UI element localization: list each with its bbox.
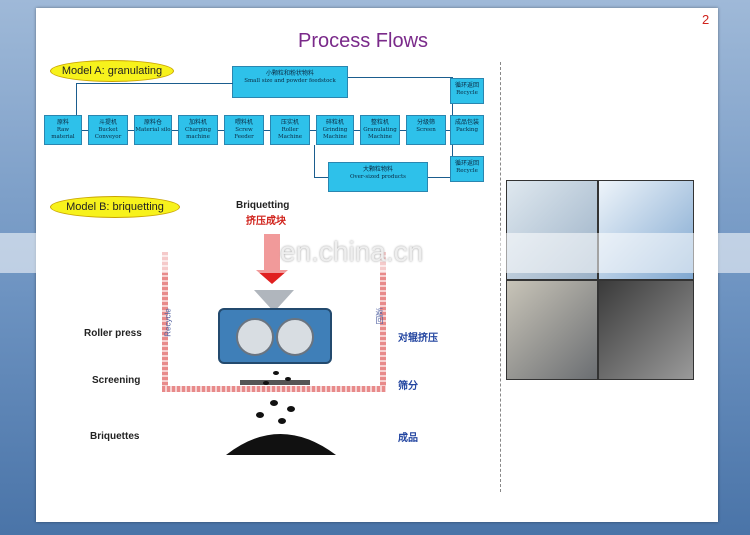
briquettes-pile — [226, 371, 336, 455]
step-en: Roller Machine — [277, 127, 303, 140]
feed-arrow-head — [256, 270, 288, 284]
briquetting-zh: 挤压成块 — [246, 216, 286, 227]
feedstock-box: 小颗粒和粉状物料 Small size and powder feedstock — [232, 66, 348, 98]
page-title: Process Flows — [298, 30, 429, 52]
step-zh: 喂料机 — [234, 119, 253, 126]
screening-zh: 筛分 — [398, 381, 418, 392]
step-zh: 分级筛 — [416, 119, 435, 126]
step-zh: 原料仓 — [143, 119, 162, 126]
step-en: Granulating Machine — [363, 127, 397, 140]
step-zh: 加料机 — [188, 119, 207, 126]
model-b-label: Model B: briquetting — [50, 196, 180, 218]
connector-line — [76, 83, 77, 115]
step-en: Raw material — [51, 127, 75, 140]
step-en: Screen — [416, 127, 436, 133]
step-zh: 成品包装 — [454, 119, 479, 126]
step-en: Bucket Conveyor — [94, 127, 122, 140]
step-en: Charging machine — [184, 127, 211, 140]
feedstock-en: Small size and powder feedstock — [244, 78, 336, 84]
hopper — [254, 290, 294, 312]
feedstock-zh: 小颗粒和粉状物料 — [265, 70, 314, 77]
screen-plate — [240, 380, 310, 385]
roller-press-machine — [218, 308, 332, 364]
right-roller — [276, 318, 314, 356]
roller-press-label: Roller press — [84, 328, 142, 339]
roller-press-zh: 对辊挤压 — [398, 333, 438, 344]
briquettes-label: Briquettes — [90, 431, 140, 442]
model-a-label: Model A: granulating — [50, 60, 174, 82]
recycle-line-left — [162, 252, 168, 392]
divider — [500, 62, 501, 492]
connector-line — [314, 145, 315, 177]
connector-line — [76, 83, 233, 84]
briquetting-label: Briquetting — [236, 200, 290, 211]
recycle-side-label: Recycle — [163, 308, 173, 337]
page-number: 2 — [702, 12, 710, 27]
recycle-zh: 循环返回 — [454, 160, 479, 167]
oversize-box: 大颗粒物料 Over-sized products — [328, 162, 428, 192]
watermark-text: en.china.cn — [280, 236, 424, 267]
oversize-zh: 大颗粒物料 — [362, 166, 393, 173]
briquettes-zh: 成品 — [398, 433, 418, 444]
step-en: Screw Feeder — [234, 127, 254, 140]
step-en: Material silo — [135, 127, 171, 133]
step-zh: 整粒机 — [370, 119, 389, 126]
connector-line — [348, 77, 452, 78]
recycle-zh: 循环返回 — [454, 82, 479, 89]
connector-line — [314, 177, 328, 178]
machine-photo-3 — [506, 280, 598, 380]
oversize-en: Over-sized products — [350, 174, 406, 180]
connector-line — [428, 177, 452, 178]
recycle-line-bottom — [162, 386, 386, 392]
step-zh: 原料 — [56, 119, 69, 126]
recycle-en: Recycle — [456, 90, 478, 96]
recycle-en: Recycle — [456, 168, 478, 174]
left-roller — [236, 318, 274, 356]
step-zh: 碎粒机 — [325, 119, 344, 126]
step-en: Packing — [456, 127, 478, 133]
step-zh: 压实机 — [280, 119, 299, 126]
step-en: Grinding Machine — [322, 127, 348, 140]
machine-photo-4 — [598, 280, 694, 380]
recycle-line-right — [380, 252, 386, 392]
watermark-band — [0, 233, 750, 273]
recycle-side-zh: 返回 — [375, 308, 384, 324]
connector-line — [44, 130, 484, 131]
screening-label: Screening — [92, 375, 141, 386]
step-zh: 斗提机 — [98, 119, 117, 126]
